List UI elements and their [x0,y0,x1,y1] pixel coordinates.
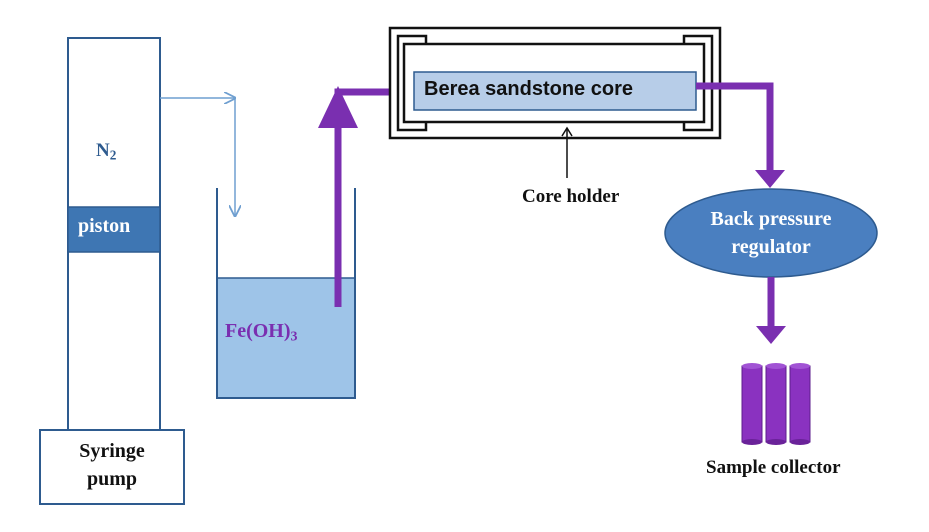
flow-arrowhead-down-2 [756,326,786,344]
core-label: Berea sandstone core [424,78,633,100]
syringe-pump-label: Syringe pump [79,440,145,490]
flow-line-outlet [696,82,774,176]
n2-label: N2 [96,140,117,163]
piston-block [67,206,161,253]
sandstone-core [413,71,697,111]
core-holder-label: Core holder [522,186,620,207]
sample-collector-tubes [741,363,811,445]
flow-arrowhead-down-1 [755,170,785,188]
beaker-outline [216,188,356,399]
flow-arrowhead-up [318,86,358,128]
fluid-label: Fe(OH)3 [225,320,298,345]
core-holder-pointer-head [561,126,573,137]
sample-collector-label: Sample collector [706,457,841,478]
beaker-liquid [217,278,355,398]
piston-label: piston [78,215,131,237]
bpr-label: Back pressure regulator [710,208,832,258]
syringe-pump-box [39,429,185,505]
